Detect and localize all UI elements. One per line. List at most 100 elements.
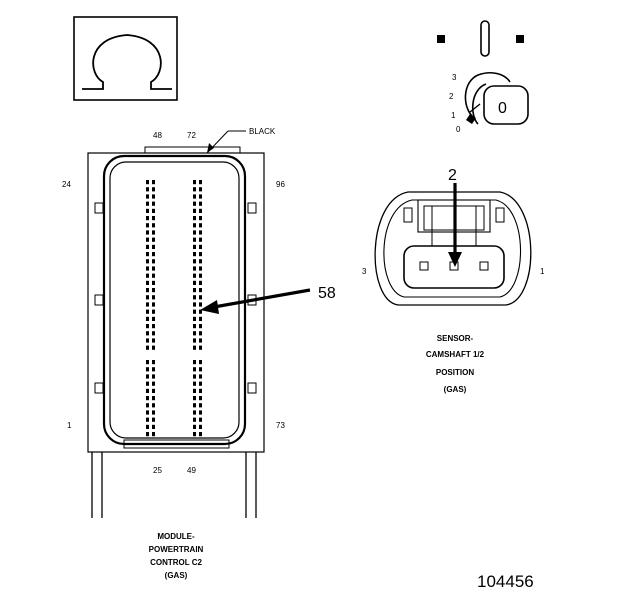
pin-cavity: [193, 331, 196, 336]
pin-cavity: [152, 410, 155, 415]
pin-cavity: [199, 374, 202, 379]
pin-cavity: [152, 273, 155, 278]
pin-cavity: [199, 324, 202, 329]
pin-cavity: [146, 216, 149, 221]
pin-cavity: [146, 360, 149, 365]
pin-cavity: [193, 316, 196, 321]
pin-cavity: [146, 244, 149, 249]
module-caption-line-1: MODULE-: [157, 532, 195, 541]
pin-cavity: [146, 230, 149, 235]
pin-label-48: 48: [153, 131, 162, 140]
pin-cavity: [152, 388, 155, 393]
pin-cavity: [193, 324, 196, 329]
pin-cavity: [193, 367, 196, 372]
pin-cavity: [199, 230, 202, 235]
ohm-symbol-icon: [73, 16, 178, 101]
pin-cavity: [199, 396, 202, 401]
pin-cavity: [152, 338, 155, 343]
wire-color-label: BLACK: [249, 127, 276, 136]
pin-cavity: [193, 374, 196, 379]
pin-cavity: [199, 180, 202, 185]
pin-cavity: [199, 252, 202, 257]
module-connector: [87, 146, 265, 518]
pin-cavity: [146, 410, 149, 415]
probe-arrow-pin-2: [448, 183, 462, 267]
pin-cavity: [199, 403, 202, 408]
pin-cavity: [152, 252, 155, 257]
module-caption-line-2: POWERTRAIN: [149, 545, 204, 554]
pin-cavity: [193, 432, 196, 437]
pin-cavity: [152, 244, 155, 249]
pin-cavity: [152, 216, 155, 221]
pin-cavity: [152, 259, 155, 264]
pin-cavity: [146, 432, 149, 437]
pin-cavity: [152, 280, 155, 285]
pin-cavity: [146, 403, 149, 408]
pin-cavity: [146, 208, 149, 213]
pin-cavity: [199, 187, 202, 192]
pin-cavity: [199, 259, 202, 264]
pin-cavity: [193, 187, 196, 192]
pin-cavity: [146, 338, 149, 343]
pin-label-73: 73: [276, 421, 285, 430]
pin-cavity: [199, 288, 202, 293]
probe-pin-58-label: 58: [318, 285, 336, 302]
pin-cavity: [152, 288, 155, 293]
pin-cavity: [193, 216, 196, 221]
pin-cavity: [146, 295, 149, 300]
pin-cavity: [146, 345, 149, 350]
pin-cavities: [146, 180, 202, 437]
pin-cavity: [146, 316, 149, 321]
pin-cavity: [199, 367, 202, 372]
pin-cavity: [199, 216, 202, 221]
dial-position-0: 0: [456, 125, 461, 134]
pin-label-25: 25: [153, 466, 162, 475]
pin-label-24: 24: [62, 180, 71, 189]
pin-cavity: [146, 252, 149, 257]
dial-selected-value: 0: [498, 100, 507, 117]
sensor-connector: [374, 191, 532, 306]
pin-cavity: [199, 424, 202, 429]
pin-cavity: [193, 252, 196, 257]
pin-cavity: [193, 345, 196, 350]
pin-cavity: [152, 345, 155, 350]
pin-cavity: [152, 424, 155, 429]
pin-cavity: [152, 403, 155, 408]
meter-switch-icon: [437, 20, 529, 125]
pin-label-49: 49: [187, 466, 196, 475]
pin-cavity: [152, 331, 155, 336]
pin-cavity: [199, 223, 202, 228]
dial-position-2: 2: [449, 92, 454, 101]
dial-position-1: 1: [451, 111, 456, 120]
sensor-caption-line-2: CAMSHAFT 1/2: [426, 350, 485, 359]
pin-cavity: [199, 417, 202, 422]
pin-label-72: 72: [187, 131, 196, 140]
pin-cavity: [199, 388, 202, 393]
pin-cavity: [146, 396, 149, 401]
sensor-caption-line-4: (GAS): [444, 385, 467, 394]
sensor-pin-1-label: 1: [540, 267, 545, 276]
pin-cavity: [199, 360, 202, 365]
pin-cavity: [146, 266, 149, 271]
pin-cavity: [152, 432, 155, 437]
pin-cavity: [193, 410, 196, 415]
sensor-caption-line-3: POSITION: [436, 368, 474, 377]
pin-cavity: [152, 367, 155, 372]
pin-cavity: [193, 381, 196, 386]
pin-cavity: [152, 309, 155, 314]
pin-cavity: [152, 237, 155, 242]
pin-cavity: [152, 194, 155, 199]
pin-cavity: [146, 187, 149, 192]
pin-cavity: [146, 374, 149, 379]
pin-cavity: [193, 288, 196, 293]
pin-cavity: [193, 403, 196, 408]
pin-cavity: [199, 316, 202, 321]
pin-label-96: 96: [276, 180, 285, 189]
pin-cavity: [193, 180, 196, 185]
pin-cavity: [199, 194, 202, 199]
dial-position-3: 3: [452, 73, 457, 82]
pin-cavity: [199, 244, 202, 249]
pin-cavity: [146, 223, 149, 228]
black-wire-leader: [206, 130, 246, 154]
pin-label-1: 1: [67, 421, 72, 430]
